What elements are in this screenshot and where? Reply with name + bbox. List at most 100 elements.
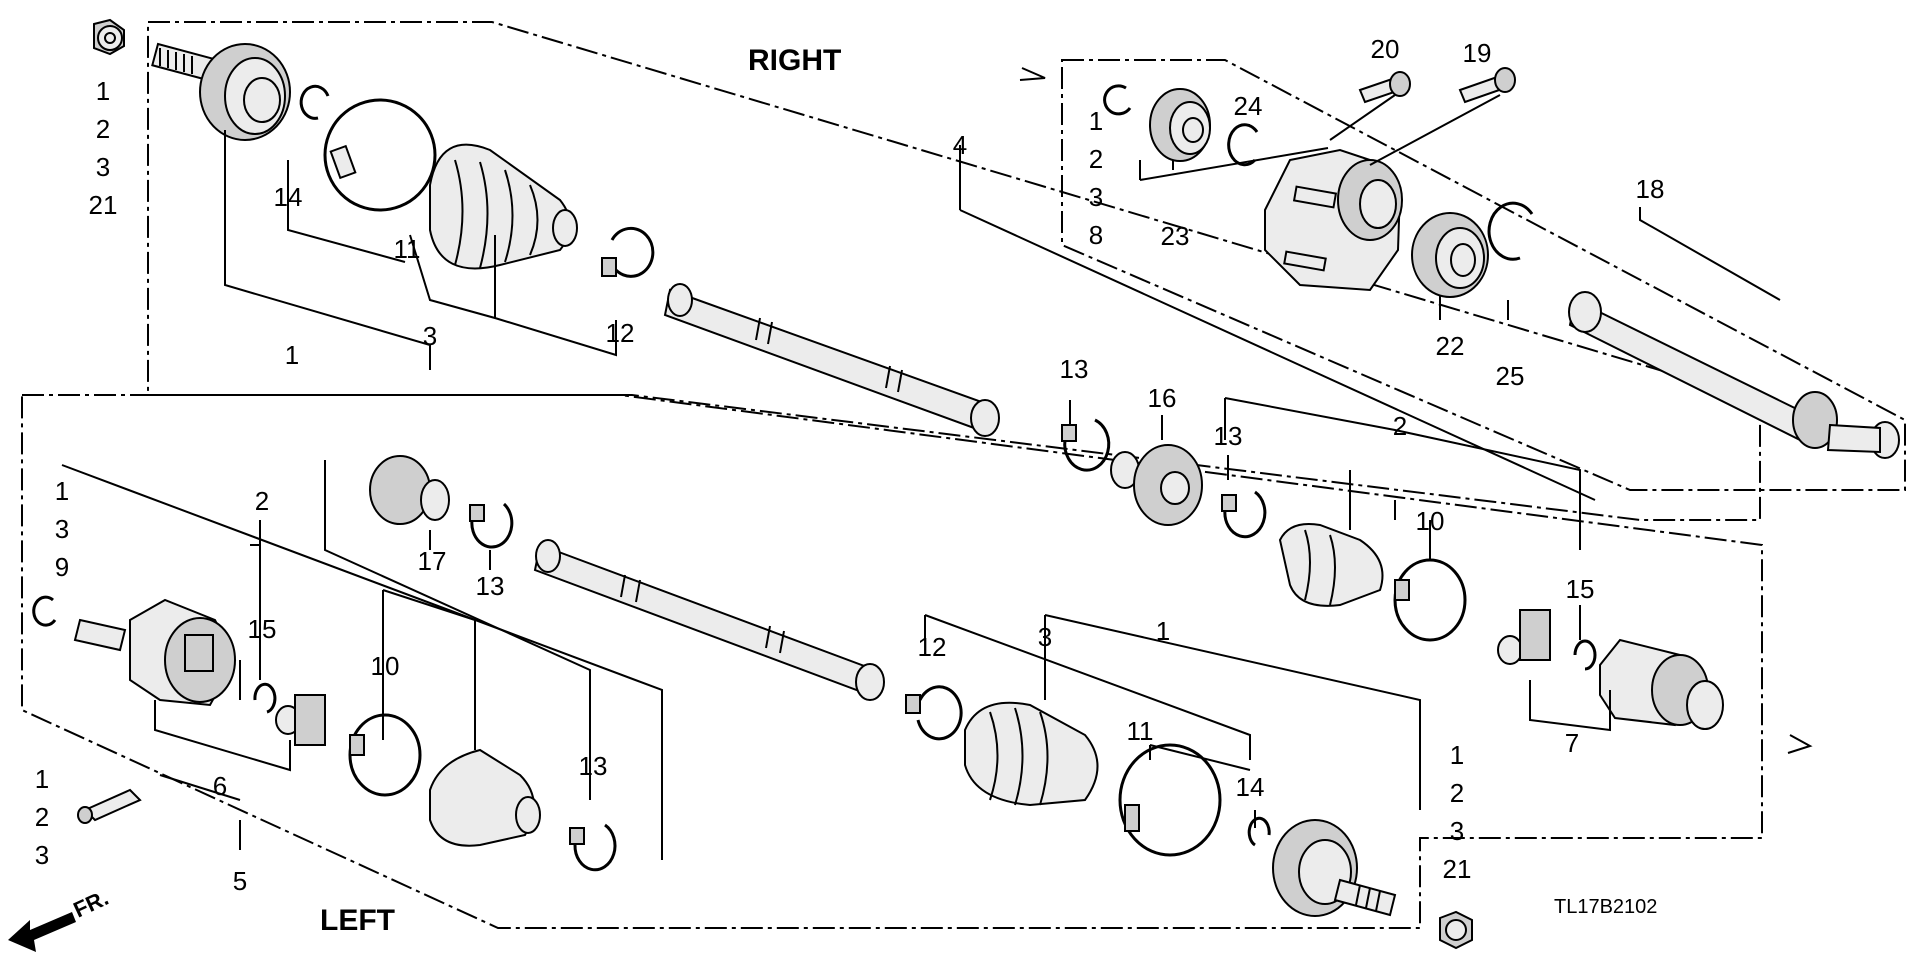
callout-nut-bottom-right-a: 1 (1450, 740, 1464, 770)
boot-left-inner[interactable] (429, 748, 541, 847)
right-side-label: RIGHT (748, 44, 841, 77)
callout-l-2: 2 (255, 486, 269, 516)
callout-l-grease-c: 3 (35, 840, 49, 870)
flange-nut-bottom-right[interactable] (1439, 910, 1473, 950)
arrow-right-upper (1019, 67, 1046, 81)
band-11-left[interactable] (1118, 743, 1222, 857)
callout-r-clip-a: 1 (1089, 106, 1103, 136)
callout-l-14: 14 (1236, 772, 1265, 802)
callout-r-1: 1 (285, 340, 299, 370)
clip-8-right[interactable] (1103, 84, 1132, 116)
callout-l-12: 12 (918, 632, 947, 662)
left-side-label: LEFT (320, 904, 395, 937)
callout-r-25: 25 (1496, 361, 1525, 391)
right-shaft-group-outline (147, 21, 1761, 521)
callout-l-grease-a: 1 (35, 764, 49, 794)
callout-r-clip-d: 8 (1089, 220, 1103, 250)
callout-l-6: 6 (213, 771, 227, 801)
flange-nut-top-left[interactable] (93, 18, 125, 56)
outboard-joint-left[interactable] (1272, 819, 1397, 917)
boot-band-12-right[interactable] (601, 226, 655, 278)
intermediate-shaft-18[interactable] (1568, 291, 1900, 459)
band-12-left[interactable] (905, 685, 963, 741)
ring-15-left[interactable] (253, 682, 277, 714)
callout-m-13b: 13 (1214, 421, 1243, 451)
callout-nut-bottom-right-d: 21 (1443, 854, 1472, 884)
band-10-left[interactable] (348, 713, 422, 797)
snap-ring-25[interactable] (1487, 201, 1534, 261)
halfshaft-left[interactable] (533, 539, 885, 701)
callout-r-19: 19 (1463, 38, 1492, 68)
callout-nut-top-left-c: 3 (96, 152, 110, 182)
callout-m-2: 2 (1393, 411, 1407, 441)
arrow-right-lower (1787, 734, 1813, 754)
clip-14-left[interactable] (1247, 816, 1271, 847)
band-10-middle[interactable] (1393, 558, 1467, 642)
callout-l-clip-b: 3 (55, 514, 69, 544)
callout-l-13b: 13 (579, 751, 608, 781)
callout-r-22: 22 (1436, 331, 1465, 361)
tripod-joint-middle[interactable] (1497, 609, 1551, 665)
callout-nut-bottom-right-b: 2 (1450, 778, 1464, 808)
tripod-joint-left[interactable] (275, 694, 326, 746)
callout-r-12: 12 (606, 318, 635, 348)
front-arrow-icon (8, 912, 76, 952)
callout-l-10: 10 (371, 651, 400, 681)
front-direction-label: FR. (70, 885, 113, 923)
inboard-housing-16[interactable] (1110, 444, 1203, 526)
callout-m-10: 10 (1416, 506, 1445, 536)
callout-m-7: 7 (1565, 728, 1579, 758)
callout-numbers: 1 2 3 21 1 3 11 12 14 4 1 2 3 8 23 24 20… (35, 34, 1665, 896)
callout-r-clip-b: 2 (1089, 144, 1103, 174)
drawing-code: TL17B2102 (1554, 896, 1657, 918)
outboard-joint-right[interactable] (151, 42, 291, 141)
band-13-left-a[interactable] (469, 502, 514, 549)
left-shaft-group-outline (21, 394, 1763, 929)
callout-l-11: 11 (1127, 716, 1154, 746)
callout-l-3: 3 (1038, 622, 1052, 652)
boot-left-outer[interactable] (964, 701, 1099, 807)
inboard-joint-middle[interactable] (1599, 638, 1724, 730)
bearing-22[interactable] (1411, 212, 1489, 298)
boot-right[interactable] (429, 143, 578, 270)
band-13-middle-b[interactable] (1221, 490, 1267, 539)
callout-nut-bottom-right-c: 3 (1450, 816, 1464, 846)
front-direction-indicator: FR. (8, 885, 112, 952)
boot-middle[interactable] (1278, 523, 1384, 607)
callout-r-clip-c: 3 (1089, 182, 1103, 212)
callout-l-13a: 13 (476, 571, 505, 601)
band-13-middle-a[interactable] (1061, 418, 1111, 472)
snap-ring-24[interactable] (1227, 123, 1259, 167)
callout-m-15: 15 (1566, 574, 1595, 604)
right-intermediate-shaft-outline (1061, 59, 1906, 491)
ring-15-middle[interactable] (1573, 639, 1597, 671)
callout-l-15: 15 (248, 614, 277, 644)
bolt-19[interactable] (1458, 67, 1516, 104)
boot-band-11-right[interactable] (323, 98, 437, 212)
callout-l-1: 1 (1156, 616, 1170, 646)
band-13-left-b[interactable] (569, 823, 617, 872)
clip-9-left[interactable] (32, 595, 57, 627)
halfshaft-4[interactable] (663, 283, 1000, 437)
inboard-joint-left[interactable] (73, 598, 237, 707)
bearing-support-bracket[interactable] (1264, 148, 1403, 292)
callout-m-16: 16 (1148, 383, 1177, 413)
bearing-23[interactable] (1149, 88, 1211, 162)
callout-r-20: 20 (1371, 34, 1400, 64)
callout-nut-top-left-a: 1 (96, 76, 110, 106)
callout-r-3: 3 (423, 321, 437, 351)
callout-r-14: 14 (274, 182, 303, 212)
callout-l-5: 5 (233, 866, 247, 896)
callout-r-18: 18 (1636, 174, 1665, 204)
clip-14-right[interactable] (299, 84, 330, 120)
grease-tube[interactable] (77, 788, 142, 824)
housing-17[interactable] (369, 455, 450, 525)
callout-m-13a: 13 (1060, 354, 1089, 384)
bolt-20[interactable] (1358, 71, 1411, 104)
callout-l-clip-a: 1 (55, 476, 69, 506)
callout-l-17: 17 (418, 546, 447, 576)
callout-r-11: 11 (394, 234, 421, 264)
callout-r-23: 23 (1161, 221, 1190, 251)
callout-l-clip-c: 9 (55, 552, 69, 582)
callout-nut-top-left-d: 21 (89, 190, 118, 220)
